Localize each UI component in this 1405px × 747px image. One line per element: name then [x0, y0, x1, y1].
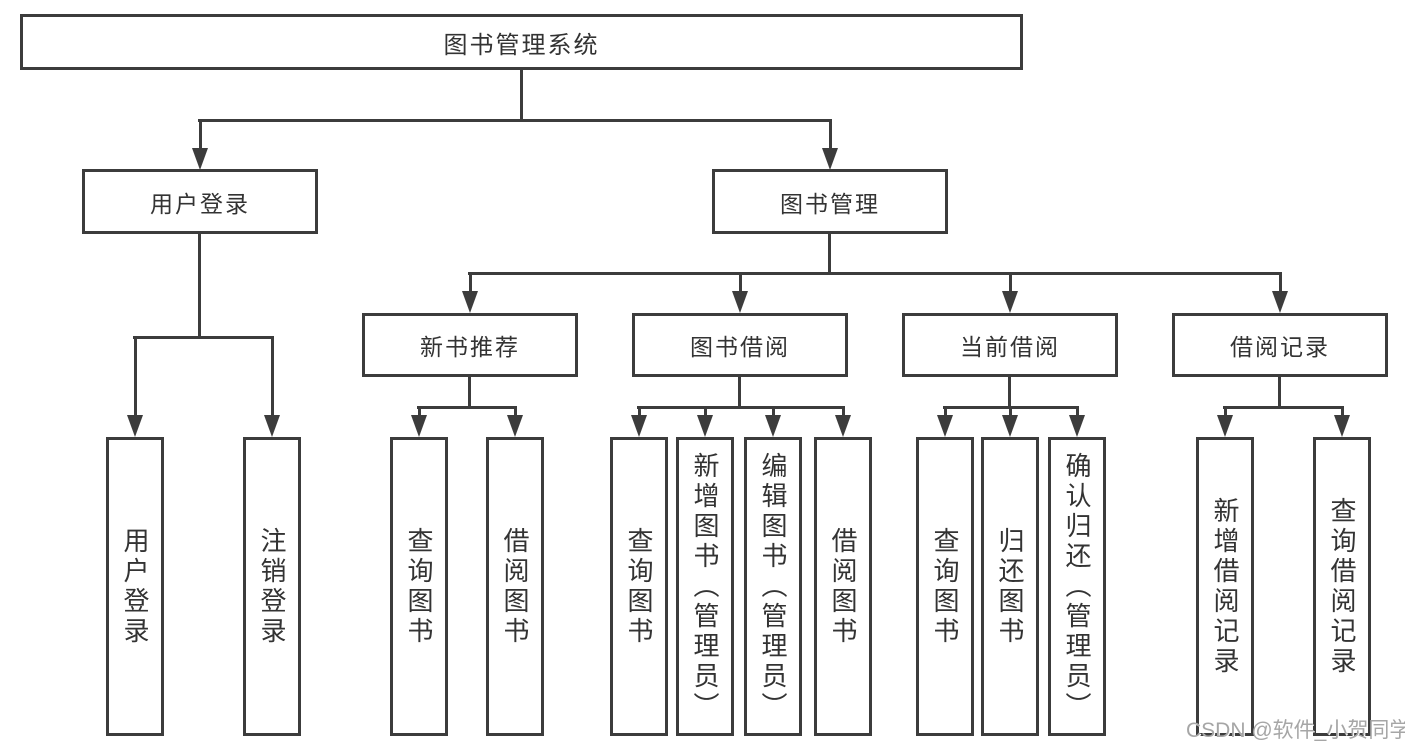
leaf-borrow-books-2: 借阅图书 — [814, 437, 872, 736]
arrowhead-icon — [264, 415, 280, 437]
node-new-book-recommend: 新书推荐 — [362, 313, 578, 377]
node-user-login: 用户登录 — [82, 169, 318, 234]
arrowhead-icon — [937, 415, 953, 437]
connector-new-book-recommend-bus — [417, 406, 517, 409]
arrowhead-icon — [835, 415, 851, 437]
leaf-add-borrow-record: 新增借阅记录 — [1196, 437, 1254, 736]
leaf-user-login-action-label: 用户登录 — [120, 526, 150, 647]
connector-current-borrow-stub — [1008, 376, 1011, 409]
watermark: CSDN @软件_小贺同学 — [1186, 719, 1405, 742]
leaf-logout-label: 注销登录 — [257, 526, 287, 647]
arrow-to-search-borrow-record — [1334, 406, 1350, 437]
arrowhead-icon — [1334, 415, 1350, 437]
leaf-search-borrow-record: 查询借阅记录 — [1313, 437, 1371, 736]
connector-level3-bus — [468, 272, 1282, 275]
node-current-borrow: 当前借阅 — [902, 313, 1118, 377]
leaf-search-books-2: 查询图书 — [610, 437, 668, 736]
leaf-confirm-return-admin: 确认归还（管理员） — [1048, 437, 1106, 736]
connector-level2-bus — [198, 119, 832, 122]
arrowhead-icon — [1002, 291, 1018, 313]
leaf-search-books-3-label: 查询图书 — [930, 526, 960, 647]
leaf-search-borrow-record-label: 查询借阅记录 — [1327, 496, 1357, 677]
arrow-to-current-borrow — [1002, 272, 1018, 313]
leaf-user-login-action: 用户登录 — [106, 437, 164, 736]
connector-book-borrow-stub — [738, 376, 741, 409]
arrow-to-logout — [264, 336, 280, 437]
connector-user-login-bus — [133, 336, 274, 339]
arrowhead-icon — [697, 415, 713, 437]
leaf-logout: 注销登录 — [243, 437, 301, 736]
arrowhead-icon — [192, 148, 208, 170]
arrow-to-user-login — [192, 119, 208, 170]
arrow-to-return-books — [1002, 406, 1018, 437]
connector-new-book-recommend-stub — [468, 376, 471, 409]
leaf-search-books-3: 查询图书 — [916, 437, 974, 736]
arrow-to-search-books-1 — [411, 406, 427, 437]
arrowhead-icon — [765, 415, 781, 437]
arrowhead-icon — [507, 415, 523, 437]
arrow-to-search-books-3 — [937, 406, 953, 437]
arrowhead-icon — [822, 148, 838, 170]
leaf-search-books-2-label: 查询图书 — [624, 526, 654, 647]
connector-root-stub — [520, 69, 523, 122]
arrow-to-new-book-recommend — [462, 272, 478, 313]
connector-borrow-records-bus — [1223, 406, 1344, 409]
node-borrow-records-label: 借阅记录 — [1230, 334, 1330, 360]
leaf-return-books: 归还图书 — [981, 437, 1039, 736]
leaf-return-books-label: 归还图书 — [995, 526, 1025, 647]
arrow-to-add-books-admin — [697, 406, 713, 437]
arrow-to-confirm-return-admin — [1069, 406, 1085, 437]
node-book-management: 图书管理 — [712, 169, 948, 234]
arrowhead-icon — [1069, 415, 1085, 437]
leaf-add-books-admin-label: 新增图书（管理员） — [690, 451, 720, 722]
arrowhead-icon — [1002, 415, 1018, 437]
node-current-borrow-label: 当前借阅 — [960, 334, 1060, 360]
leaf-add-books-admin: 新增图书（管理员） — [676, 437, 734, 736]
node-root-label: 图书管理系统 — [443, 31, 600, 59]
arrowhead-icon — [411, 415, 427, 437]
arrow-to-edit-books-admin — [765, 406, 781, 437]
node-book-management-label: 图书管理 — [780, 190, 880, 217]
leaf-edit-books-admin: 编辑图书（管理员） — [744, 437, 802, 736]
node-user-login-label: 用户登录 — [150, 190, 250, 217]
arrow-to-user-login-action — [127, 336, 143, 437]
leaf-edit-books-admin-label: 编辑图书（管理员） — [758, 451, 788, 722]
leaf-search-books-1: 查询图书 — [390, 437, 448, 736]
arrow-to-borrow-books-2 — [835, 406, 851, 437]
arrowhead-icon — [631, 415, 647, 437]
arrow-to-add-borrow-record — [1217, 406, 1233, 437]
leaf-add-borrow-record-label: 新增借阅记录 — [1210, 496, 1240, 677]
arrowhead-icon — [1272, 291, 1288, 313]
connector-book-borrow-bus — [637, 406, 845, 409]
connector-user-login-stub — [198, 233, 201, 339]
leaf-borrow-books-1: 借阅图书 — [486, 437, 544, 736]
connector-book-management-stub — [828, 233, 831, 275]
node-book-borrow: 图书借阅 — [632, 313, 848, 377]
node-book-borrow-label: 图书借阅 — [690, 334, 790, 360]
node-new-book-recommend-label: 新书推荐 — [420, 334, 520, 360]
arrow-to-book-borrow — [732, 272, 748, 313]
node-borrow-records: 借阅记录 — [1172, 313, 1388, 377]
leaf-search-books-1-label: 查询图书 — [404, 526, 434, 647]
arrow-to-search-books-2 — [631, 406, 647, 437]
arrow-to-borrow-books-1 — [507, 406, 523, 437]
arrowhead-icon — [1217, 415, 1233, 437]
arrowhead-icon — [127, 415, 143, 437]
leaf-borrow-books-2-label: 借阅图书 — [828, 526, 858, 647]
leaf-borrow-books-1-label: 借阅图书 — [500, 526, 530, 647]
arrowhead-icon — [732, 291, 748, 313]
arrowhead-icon — [462, 291, 478, 313]
leaf-confirm-return-admin-label: 确认归还（管理员） — [1062, 451, 1092, 722]
node-root: 图书管理系统 — [20, 14, 1023, 70]
arrow-to-book-management — [822, 119, 838, 170]
connector-borrow-records-stub — [1278, 376, 1281, 409]
arrow-to-borrow-records — [1272, 272, 1288, 313]
